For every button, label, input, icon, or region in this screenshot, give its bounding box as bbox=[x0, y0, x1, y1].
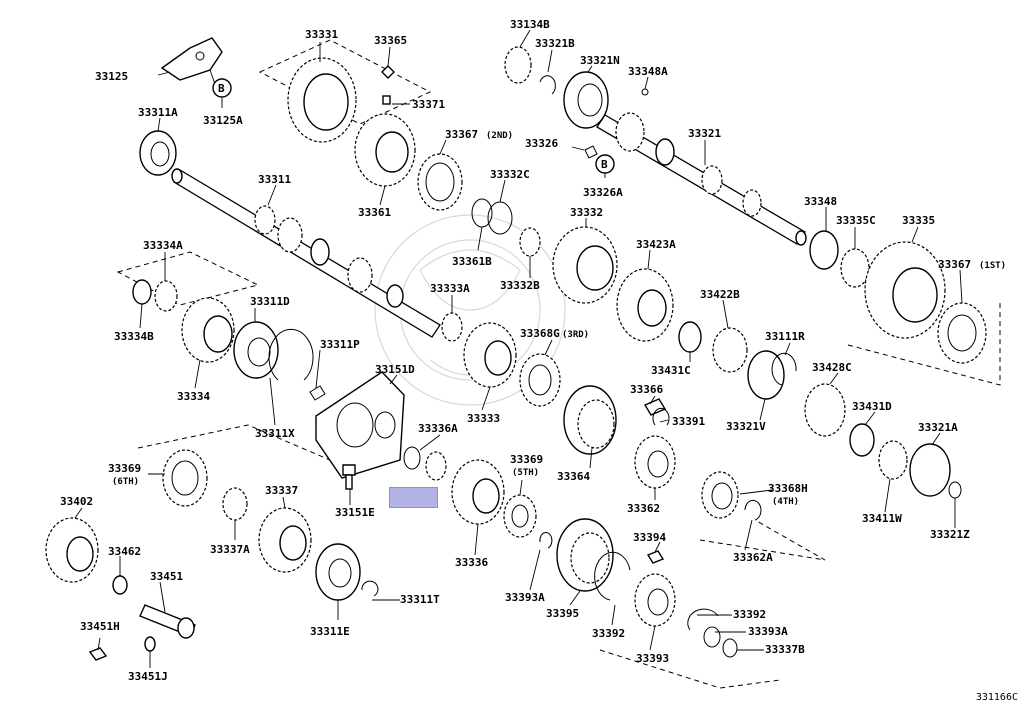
label-33393A[interactable]: 33393A bbox=[505, 591, 545, 604]
label-33336[interactable]: 33336 bbox=[455, 556, 488, 569]
label-33311T[interactable]: 33311T bbox=[400, 593, 440, 606]
label-33368H-sub: (4TH) bbox=[772, 497, 799, 507]
label-33311X[interactable]: 33311X bbox=[255, 427, 295, 440]
label-33362[interactable]: 33362 bbox=[627, 502, 660, 515]
label-33431C[interactable]: 33431C bbox=[651, 364, 691, 377]
label-33431D[interactable]: 33431D bbox=[852, 400, 892, 413]
label-33462[interactable]: 33462 bbox=[108, 545, 141, 558]
part-shapes bbox=[45, 37, 987, 661]
label-33332C[interactable]: 33332C bbox=[490, 168, 530, 181]
label-33321A[interactable]: 33321A bbox=[918, 421, 958, 434]
part-labels: 33125 33125A 33331 33365 33371 33311A 33… bbox=[60, 18, 1006, 683]
callout-letter: B bbox=[218, 82, 225, 95]
label-33428C[interactable]: 33428C bbox=[812, 361, 852, 374]
label-33336A[interactable]: 33336A bbox=[418, 422, 458, 435]
label-33395[interactable]: 33395 bbox=[546, 607, 579, 620]
label-33348A[interactable]: 33348A bbox=[628, 65, 668, 78]
label-33394[interactable]: 33394 bbox=[633, 531, 666, 544]
label-33321V[interactable]: 33321V bbox=[726, 420, 766, 433]
label-33367-1st[interactable]: 33367 bbox=[938, 258, 971, 271]
label-33366[interactable]: 33366 bbox=[630, 383, 663, 396]
label-33423A[interactable]: 33423A bbox=[636, 238, 676, 251]
diagram-reference-code: 331166C bbox=[975, 692, 1018, 703]
label-33337A[interactable]: 33337A bbox=[210, 543, 250, 556]
label-33331[interactable]: 33331 bbox=[305, 28, 338, 41]
callout-b-upper: B bbox=[212, 78, 232, 98]
label-33311E[interactable]: 33311E bbox=[310, 625, 350, 638]
label-33326[interactable]: 33326 bbox=[525, 137, 558, 150]
input-shaft-33311 bbox=[171, 168, 441, 338]
label-33334A[interactable]: 33334A bbox=[143, 239, 183, 252]
label-33411W[interactable]: 33411W bbox=[862, 512, 902, 525]
leader-lines bbox=[74, 29, 963, 668]
label-33311A[interactable]: 33311A bbox=[138, 106, 178, 119]
label-33391[interactable]: 33391 bbox=[672, 415, 705, 428]
label-33333[interactable]: 33333 bbox=[467, 412, 500, 425]
label-33369-5th-sub: (5TH) bbox=[512, 468, 539, 478]
label-33335[interactable]: 33335 bbox=[902, 214, 935, 227]
label-33311D[interactable]: 33311D bbox=[250, 295, 290, 308]
label-33364[interactable]: 33364 bbox=[557, 470, 590, 483]
label-33134B[interactable]: 33134B bbox=[510, 18, 550, 31]
label-33125A[interactable]: 33125A bbox=[203, 114, 243, 127]
label-33422B[interactable]: 33422B bbox=[700, 288, 740, 301]
label-33348[interactable]: 33348 bbox=[804, 195, 837, 208]
label-33332[interactable]: 33332 bbox=[570, 206, 603, 219]
label-33371[interactable]: 33371 bbox=[412, 98, 445, 111]
label-33369-5th[interactable]: 33369 bbox=[510, 453, 543, 466]
label-33368G-sub: (3RD) bbox=[562, 330, 589, 340]
label-33393[interactable]: 33393 bbox=[636, 652, 669, 665]
output-shaft-33321 bbox=[596, 112, 807, 246]
label-33333A[interactable]: 33333A bbox=[430, 282, 470, 295]
label-33321Z[interactable]: 33321Z bbox=[930, 528, 970, 541]
label-33402[interactable]: 33402 bbox=[60, 495, 93, 508]
label-33334B[interactable]: 33334B bbox=[114, 330, 154, 343]
label-33451J[interactable]: 33451J bbox=[128, 670, 168, 683]
callout-letter: B bbox=[601, 158, 608, 171]
label-33365[interactable]: 33365 bbox=[374, 34, 407, 47]
label-33332B[interactable]: 33332B bbox=[500, 279, 540, 292]
label-33151E[interactable]: 33151E bbox=[335, 506, 375, 519]
label-33337B[interactable]: 33337B bbox=[765, 643, 805, 656]
label-33334[interactable]: 33334 bbox=[177, 390, 210, 403]
label-33321B[interactable]: 33321B bbox=[535, 37, 575, 50]
label-33451[interactable]: 33451 bbox=[150, 570, 183, 583]
label-33367-1st-sub: (1ST) bbox=[979, 261, 1006, 271]
label-33369-6th-sub: (6TH) bbox=[112, 477, 139, 487]
label-33311P[interactable]: 33311P bbox=[320, 338, 360, 351]
label-33111R[interactable]: 33111R bbox=[765, 330, 805, 343]
label-33369-6th[interactable]: 33369 bbox=[108, 462, 141, 475]
label-33125[interactable]: 33125 bbox=[95, 70, 128, 83]
selected-part-highlight[interactable] bbox=[389, 487, 438, 508]
label-33368H[interactable]: 33368H bbox=[768, 482, 808, 495]
label-33367-2nd[interactable]: 33367 bbox=[445, 128, 478, 141]
label-33451H[interactable]: 33451H bbox=[80, 620, 120, 633]
label-33361B[interactable]: 33361B bbox=[452, 255, 492, 268]
label-33362A[interactable]: 33362A bbox=[733, 551, 773, 564]
label-33326A[interactable]: 33326A bbox=[583, 186, 623, 199]
label-33392-b[interactable]: 33392 bbox=[592, 627, 625, 640]
label-33367-2nd-sub: (2ND) bbox=[486, 131, 513, 141]
callout-b-lower: B bbox=[595, 154, 615, 174]
label-33361[interactable]: 33361 bbox=[358, 206, 391, 219]
label-33151D[interactable]: 33151D bbox=[375, 363, 415, 376]
label-33321[interactable]: 33321 bbox=[688, 127, 721, 140]
label-33335C[interactable]: 33335C bbox=[836, 214, 876, 227]
label-33321N[interactable]: 33321N bbox=[580, 54, 620, 67]
label-33311[interactable]: 33311 bbox=[258, 173, 291, 186]
label-33393A-b[interactable]: 33393A bbox=[748, 625, 788, 638]
label-33368G[interactable]: 33368G bbox=[520, 327, 560, 340]
label-33337[interactable]: 33337 bbox=[265, 484, 298, 497]
label-33392[interactable]: 33392 bbox=[733, 608, 766, 621]
